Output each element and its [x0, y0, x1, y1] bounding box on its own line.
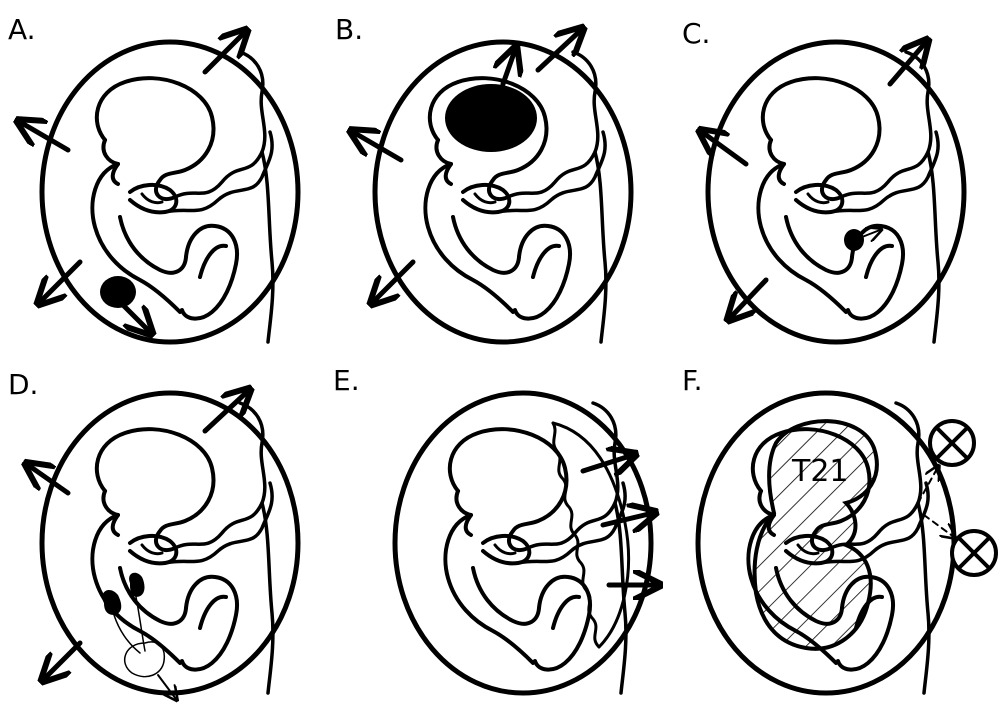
mass-lesion [844, 229, 864, 251]
arrow-icon [205, 391, 248, 431]
panel-a: A. [0, 0, 333, 351]
diagram-d [0, 351, 333, 703]
diagram-b [333, 0, 666, 351]
arrow-icon [28, 465, 68, 493]
dashed-arrow-icon [924, 515, 954, 537]
panel-label-d: D. [8, 371, 38, 399]
diagram-c [666, 0, 1000, 351]
panel-c: C. [666, 0, 1000, 351]
mass-lesion [445, 84, 537, 152]
panel-label-c: C. [682, 20, 710, 48]
mass-lesion [100, 276, 136, 308]
blocked-circle-icon [952, 531, 996, 575]
diagram-f: T21 [666, 351, 1000, 703]
t21-label: T21 [791, 454, 849, 489]
diagram-a [0, 0, 333, 351]
arrow-icon [603, 513, 653, 525]
panel-label-f: F. [682, 367, 703, 395]
arrow-icon [20, 122, 68, 150]
fetus-drawing [92, 403, 273, 693]
panel-f: F. T21 [666, 351, 1000, 703]
panel-label-e: E. [333, 367, 360, 395]
fetus-drawing [758, 52, 939, 342]
panel-d: D. [0, 351, 333, 703]
panel-label-a: A. [8, 16, 36, 44]
diagram-e [333, 351, 666, 703]
kidney-left [102, 590, 121, 615]
panel-e: E. [333, 351, 666, 703]
arrow-icon [44, 643, 80, 679]
panel-b: B. [333, 0, 666, 351]
arrow-icon [503, 50, 515, 84]
fetus-drawing [445, 403, 626, 693]
panel-label-b: B. [335, 16, 363, 44]
arrow-icon [122, 304, 150, 332]
blocked-circle-icon [930, 421, 974, 465]
